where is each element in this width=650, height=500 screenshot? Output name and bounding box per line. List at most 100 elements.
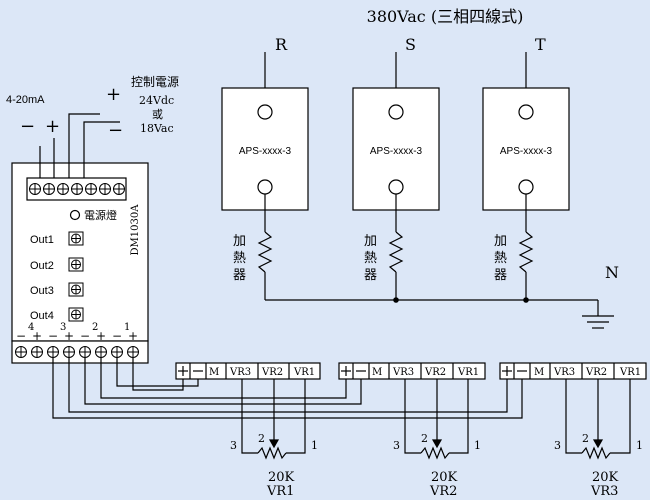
svg-text:−: − [80,329,90,343]
svg-text:+: + [96,329,106,343]
power-led-label: 電源燈 [84,208,117,222]
power-minus: − [108,120,123,141]
power-v1: 24Vdc [139,94,174,107]
phase-r-label: R [275,35,288,54]
svg-text:VR3: VR3 [392,367,414,378]
svg-text:器: 器 [364,268,377,283]
svg-text:+: + [32,329,42,343]
svg-text:VR2: VR2 [424,367,446,378]
svg-text:VR3: VR3 [590,484,618,499]
svg-text:−: − [48,329,58,343]
wire-out3 [68,358,508,413]
module-1-labels: M VR3 VR2 VR1 [209,367,315,378]
svg-text:加: 加 [494,234,507,249]
heater-1 [257,231,273,273]
svg-text:−: − [112,329,122,343]
pot-2-labels: 3 2 1 20K VR2 [393,432,481,499]
pot-1 [241,379,306,460]
pot-3 [565,379,631,460]
heater-2 [388,231,404,273]
heater-3-label: 加 熱 器 [494,234,507,283]
wire-out2b [84,358,362,405]
svg-text:−: − [16,329,26,343]
svg-text:2: 2 [421,432,428,445]
supply-label: 380Vac (三相四線式) [367,7,524,26]
pot-3-labels: 3 2 1 20K VR3 [554,432,643,499]
svg-text:3: 3 [554,439,561,452]
ssr-1-label: APS-xxxx-3 [239,146,292,157]
svg-text:VR1: VR1 [619,367,641,378]
svg-text:VR1: VR1 [266,484,294,499]
phase-s-label: S [405,35,416,54]
wire-out1 [132,358,184,391]
power-or: 或 [152,108,163,121]
ssr-2-label: APS-xxxx-3 [370,146,423,157]
svg-text:加: 加 [233,234,246,249]
bottom-terminal-polarity: − + − + − + − + [16,329,138,343]
power-v2: 18Vac [140,122,174,135]
ssr-3-terminal-bottom [518,179,534,195]
control-module-3 [499,362,647,380]
svg-text:VR3: VR3 [553,367,575,378]
svg-text:20K: 20K [592,470,619,485]
svg-text:1: 1 [311,439,318,452]
heater-3 [518,231,534,273]
heater-1-label: 加 熱 器 [233,234,246,283]
wire-out2 [100,358,347,399]
svg-text:3: 3 [60,322,66,333]
svg-text:VR2: VR2 [585,367,607,378]
control-module-2 [338,362,486,380]
svg-text:1: 1 [124,322,130,333]
neutral-label: N [605,263,619,282]
svg-text:M: M [209,367,219,378]
ssr-1-terminal-top [257,104,273,120]
phase-t-label: T [535,35,546,54]
input-plus: + [45,116,60,137]
pot-2 [404,379,469,460]
svg-text:熱: 熱 [494,251,507,266]
svg-text:加: 加 [364,234,377,249]
svg-text:器: 器 [494,268,507,283]
wire-out3b [52,358,523,419]
svg-text:M: M [534,367,544,378]
svg-text:VR1: VR1 [293,367,315,378]
svg-text:VR2: VR2 [429,484,457,499]
controller-model: DM1030A [130,204,141,256]
svg-text:熱: 熱 [233,251,246,266]
ground-symbol [582,315,614,329]
svg-text:1: 1 [636,439,643,452]
svg-text:4: 4 [28,322,34,333]
output-indicators [68,231,84,322]
svg-text:3: 3 [393,439,400,452]
svg-text:器: 器 [233,268,246,283]
ssr-3-label: APS-xxxx-3 [500,146,553,157]
out1-label: Out1 [30,234,54,246]
control-module-1 [175,362,321,380]
out3-label: Out3 [30,285,54,297]
svg-text:熱: 熱 [364,251,377,266]
power-title: 控制電源 [131,75,179,89]
out4-label: Out4 [30,310,54,322]
power-led [69,209,81,221]
svg-text:+: + [128,329,138,343]
top-terminal-screws [29,183,125,195]
svg-text:+: + [64,329,74,343]
svg-text:3: 3 [230,439,237,452]
ssr-1-terminal-bottom [257,179,273,195]
ssr-3-terminal-top [518,104,534,120]
svg-text:VR2: VR2 [261,367,283,378]
heater-2-label: 加 熱 器 [364,234,377,283]
input-minus: − [20,116,35,137]
out2-label: Out2 [30,260,54,272]
wire-out1b [116,358,199,387]
svg-text:M: M [372,367,382,378]
ssr-2-terminal-top [388,104,404,120]
svg-text:20K: 20K [268,470,295,485]
svg-text:2: 2 [92,322,98,333]
svg-text:2: 2 [258,432,265,445]
bottom-terminal-numbers: 4 3 2 1 [28,322,130,333]
pot-1-labels: 3 2 1 20K VR1 [230,432,318,499]
ssr-2-terminal-bottom [388,179,404,195]
svg-text:20K: 20K [431,470,458,485]
input-label: 4-20mA [6,94,45,106]
